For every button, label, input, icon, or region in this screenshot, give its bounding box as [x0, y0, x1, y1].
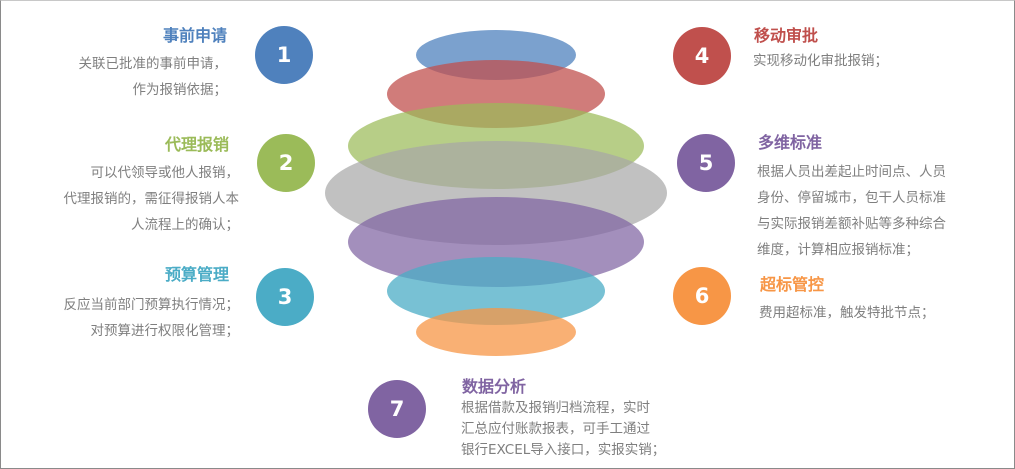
step-5-line-3: 与实际报销差额补贴等多种综合	[757, 216, 946, 232]
ellipse-teal	[387, 257, 605, 325]
step-6-line-1: 费用超标准，触发特批节点；	[759, 305, 935, 321]
step-2-badge: 2	[257, 134, 315, 192]
step-7-line-1: 根据借款及报销归档流程，实时	[461, 400, 650, 416]
step-7-line-2: 汇总应付账款报表，可手工通过	[461, 421, 650, 437]
ellipse-orange	[416, 308, 576, 356]
step-1-description: 关联已批准的事前申请， 作为报销依据；	[79, 51, 228, 103]
step-2-title: 代理报销	[164, 135, 229, 154]
step-6-description: 费用超标准，触发特批节点；	[759, 300, 935, 326]
step-1-badge: 1	[255, 26, 313, 84]
step-5-badge: 5	[677, 134, 735, 192]
step-5-title: 多维标准	[758, 133, 823, 152]
step-5-line-1: 根据人员出差起止时间点、人员	[757, 164, 946, 180]
step-2-line-1: 可以代领导或他人报销，	[90, 165, 240, 181]
step-1-line-1: 关联已批准的事前申请，	[78, 56, 228, 72]
step-2-description: 可以代领导或他人报销， 代理报销的，需征得报销人本 人流程上的确认；	[64, 160, 240, 238]
step-7-line-3: 银行EXCEL导入接口，实报实销；	[461, 442, 666, 458]
step-3-line-1: 反应当前部门预算执行情况；	[63, 297, 240, 313]
step-6-badge: 6	[673, 267, 731, 325]
step-5-line-2: 身份、停留城市，包干人员标准	[757, 190, 946, 206]
step-1-line-2: 作为报销依据；	[132, 82, 228, 98]
step-3-title: 预算管理	[164, 265, 229, 284]
step-4-badge: 4	[673, 27, 731, 85]
step-7-badge: 7	[368, 380, 426, 438]
step-4-line-1: 实现移动化审批报销；	[753, 53, 888, 69]
step-4-description: 实现移动化审批报销；	[753, 48, 888, 74]
step-4-title: 移动审批	[754, 26, 819, 45]
step-3-line-2: 对预算进行权限化管理；	[90, 323, 240, 339]
step-5-line-4: 维度，计算相应报销标准；	[757, 242, 919, 258]
step-6-title: 超标管控	[760, 275, 825, 294]
ellipse-purple	[348, 197, 644, 287]
step-3-description: 反应当前部门预算执行情况； 对预算进行权限化管理；	[64, 292, 240, 344]
step-3-badge: 3	[256, 268, 314, 326]
step-1-title: 事前申请	[162, 26, 227, 45]
step-5-description: 根据人员出差起止时间点、人员 身份、停留城市，包干人员标准 与实际报销差额补贴等…	[757, 159, 946, 263]
step-7-title: 数据分析	[462, 377, 527, 396]
step-2-line-2: 代理报销的，需征得报销人本	[63, 191, 240, 207]
step-7-description: 根据借款及报销归档流程，实时 汇总应付账款报表，可手工通过 银行EXCEL导入接…	[461, 398, 665, 461]
step-2-line-3: 人流程上的确认；	[131, 217, 239, 233]
